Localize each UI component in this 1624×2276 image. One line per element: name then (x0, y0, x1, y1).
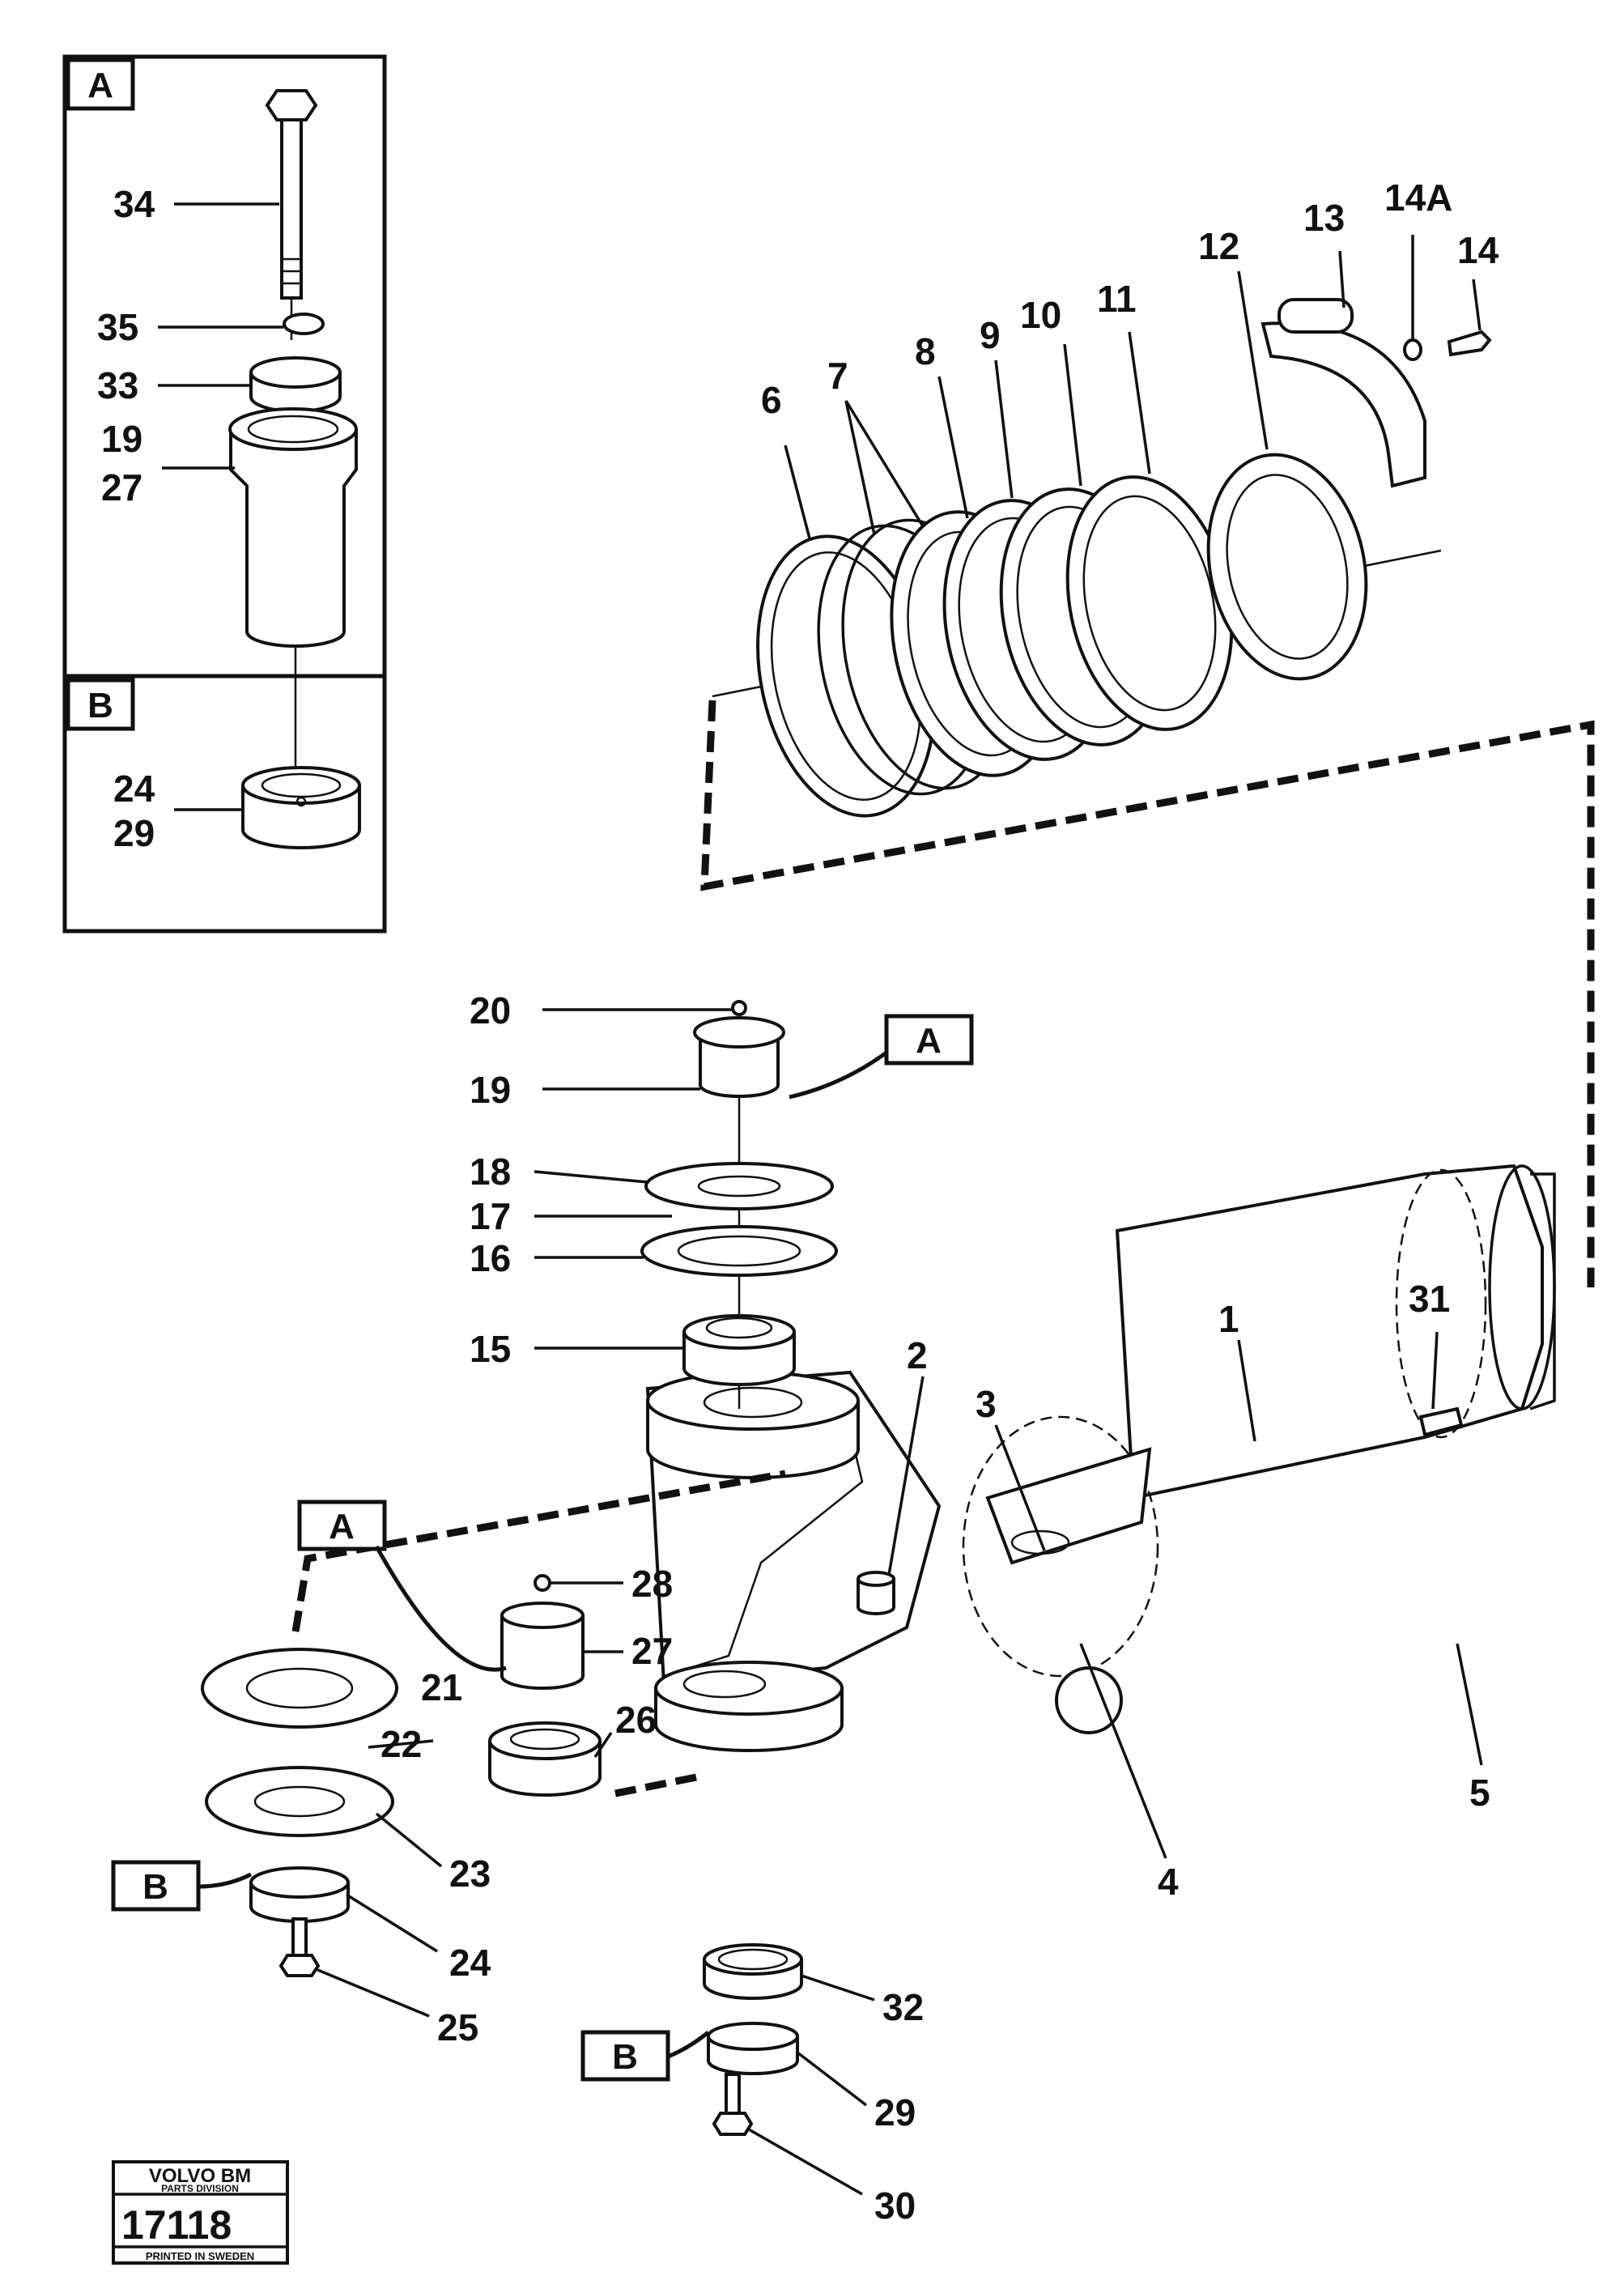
callout-29: 29 (874, 2091, 916, 2133)
callout-34: 34 (113, 183, 155, 225)
cup-24-29-drawing (241, 766, 361, 849)
svg-text:A: A (329, 1507, 355, 1546)
callout-32: 32 (882, 1986, 924, 2028)
callout-10: 10 (1020, 294, 1061, 336)
callout-3: 3 (976, 1383, 997, 1425)
callout-21: 21 (421, 1666, 462, 1708)
callout-28: 28 (631, 1563, 673, 1605)
callout-labels: 1 2 3 4 5 6 7 8 9 10 11 12 13 14A 14 15 … (380, 177, 1499, 2227)
ref-box-a-lower: A (297, 1500, 507, 1672)
washer-35-drawing (283, 313, 325, 335)
svg-text:A: A (916, 1021, 942, 1061)
callout-19: 19 (470, 1069, 511, 1111)
callout-19-inset: 19 (101, 418, 142, 460)
callout-2: 2 (907, 1334, 928, 1376)
ref-box-b-left: B (111, 1860, 253, 1912)
inset-a-letter: A (87, 66, 113, 105)
ref-box-a-upper: A (789, 1014, 974, 1100)
callout-31: 31 (1409, 1278, 1450, 1320)
callout-24: 24 (449, 1942, 491, 1984)
callout-20: 20 (470, 989, 511, 1032)
callout-30: 30 (874, 2185, 916, 2227)
callout-12: 12 (1198, 225, 1239, 267)
inset-a-tag (66, 57, 135, 111)
callout-8: 8 (915, 330, 936, 372)
callout-22: 22 (380, 1723, 422, 1765)
lower-stack-drawing (201, 1574, 803, 2136)
callout-33: 33 (97, 364, 138, 406)
callout-7: 7 (827, 355, 848, 397)
stamp-division: PARTS DIVISION (161, 2183, 239, 2194)
callout-16: 16 (470, 1237, 511, 1279)
svg-text:B: B (612, 2037, 638, 2077)
callout-6: 6 (761, 379, 782, 421)
callout-4: 4 (1158, 1861, 1179, 1903)
callout-25: 25 (437, 2006, 478, 2048)
ref-box-b-bottom: B (580, 2030, 710, 2082)
callout-24-inset: 24 (113, 768, 155, 810)
inset-b-tag (66, 678, 135, 731)
callout-27: 27 (631, 1630, 673, 1672)
callout-9: 9 (980, 314, 1001, 356)
svg-text:B: B (142, 1867, 168, 1907)
callout-14a: 14A (1384, 177, 1452, 219)
inset-panel: A B (62, 54, 387, 934)
callout-14: 14 (1457, 229, 1499, 271)
upper-kingpin-stack-drawing (640, 1000, 838, 1409)
cap-33-drawing (249, 356, 342, 413)
axle-housing-drawing (645, 1164, 1556, 1752)
callout-13: 13 (1303, 197, 1345, 239)
callout-15: 15 (470, 1328, 511, 1370)
stamp-number: 17118 (121, 2202, 232, 2248)
callout-18: 18 (470, 1151, 511, 1193)
callout-35: 35 (97, 306, 138, 348)
inset-b-letter: B (87, 686, 113, 725)
stamp-printed: PRINTED IN SWEDEN (146, 2250, 254, 2262)
callout-1: 1 (1218, 1298, 1239, 1340)
callout-26: 26 (615, 1699, 657, 1741)
bushing-19-27-drawing (228, 407, 358, 785)
dashed-link-lower (291, 1470, 786, 1797)
leader-lines (315, 235, 1483, 2196)
callout-17: 17 (470, 1195, 511, 1237)
callout-29-inset: 29 (113, 812, 155, 854)
stamp-brand: VOLVO BM (149, 2165, 251, 2187)
dashed-link-ring (700, 700, 1595, 1287)
callout-5: 5 (1469, 1772, 1490, 1814)
callout-11: 11 (1097, 278, 1137, 320)
callout-27-inset: 27 (101, 466, 142, 508)
ring-set-drawing (712, 298, 1492, 818)
callout-23: 23 (449, 1853, 491, 1895)
parts-division-stamp: VOLVO BM PARTS DIVISION 17118 PRINTED IN… (112, 2160, 289, 2265)
